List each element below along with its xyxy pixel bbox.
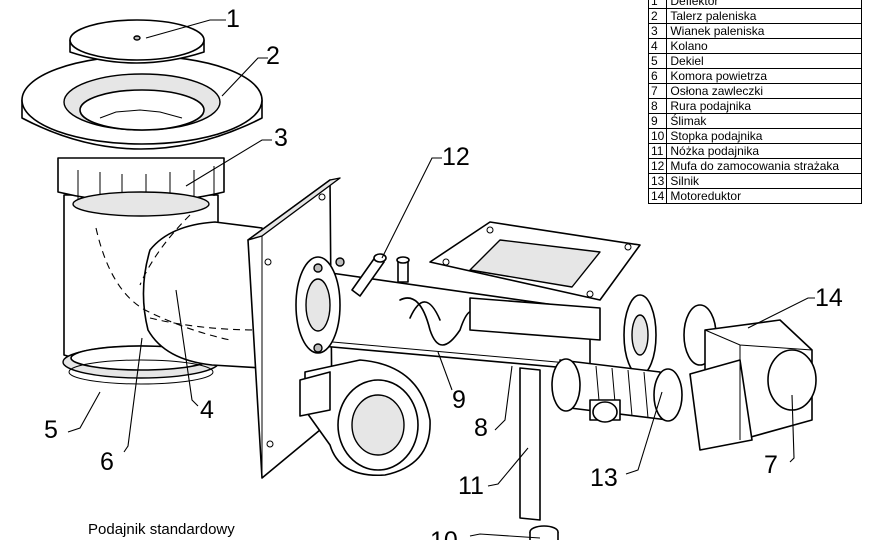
part-name: Silnik [666, 173, 863, 189]
part-name: Kolano [666, 38, 863, 54]
part-name: Stopka podajnika [666, 128, 863, 144]
callout-6: 6 [100, 448, 114, 476]
part-name: Mufa do zamocowania strażaka [666, 158, 863, 174]
callout-1: 1 [226, 5, 240, 33]
callout-8: 8 [474, 414, 488, 442]
callout-11: 11 [458, 472, 484, 500]
gear-motor [689, 319, 817, 451]
part-name: Motoreduktor [666, 188, 863, 204]
part-number: 3 [647, 23, 668, 39]
feeder-leg [519, 367, 559, 540]
drawing-caption: Podajnik standardowy [88, 521, 235, 538]
fire-ring [57, 157, 225, 217]
callout-9: 9 [452, 386, 466, 414]
part-name: Nóżka podajnika [666, 143, 863, 159]
part-number: 1 [647, 0, 668, 9]
part-name: Ślimak [666, 113, 863, 129]
callout-numbers: 1 2 3 4 5 6 7 8 9 10 11 12 13 14 [44, 5, 843, 540]
callout-10: 10 [430, 527, 458, 540]
callout-3: 3 [274, 124, 288, 152]
callout-12: 12 [442, 143, 470, 171]
hopper-inlet [429, 221, 641, 341]
callout-5: 5 [44, 416, 58, 444]
part-name: Wianek paleniska [666, 23, 863, 39]
part-name: Dekiel [666, 53, 863, 69]
part-number: 6 [647, 68, 668, 84]
motor [551, 358, 683, 423]
callout-7: 7 [764, 451, 778, 479]
callout-4: 4 [200, 396, 214, 424]
part-name: Komora powietrza [666, 68, 863, 84]
feeder-tube [295, 256, 591, 371]
part-number: 9 [647, 113, 668, 129]
part-number: 5 [647, 53, 668, 69]
deflector [69, 19, 205, 64]
part-name: Deflektor [666, 0, 863, 9]
fan-housing [299, 359, 431, 477]
part-number: 10 [647, 128, 668, 144]
part-number: 14 [647, 188, 668, 204]
part-number: 8 [647, 98, 668, 114]
part-name: Rura podajnika [666, 98, 863, 114]
fireman-socket [351, 253, 410, 297]
leader-lines [67, 19, 815, 539]
part-number: 12 [647, 158, 668, 174]
part-number: 13 [647, 173, 668, 189]
part-name: Osłona zawleczki [666, 83, 863, 99]
coupling-flange [623, 294, 717, 376]
callout-13: 13 [590, 464, 618, 492]
callout-2: 2 [266, 42, 280, 70]
callout-14: 14 [815, 284, 843, 312]
part-name: Talerz paleniska [666, 8, 863, 24]
part-number: 4 [647, 38, 668, 54]
elbow [95, 214, 263, 369]
part-number: 11 [647, 143, 668, 159]
grate-dish [21, 55, 263, 150]
part-number: 2 [647, 8, 668, 24]
part-number: 7 [647, 83, 668, 99]
